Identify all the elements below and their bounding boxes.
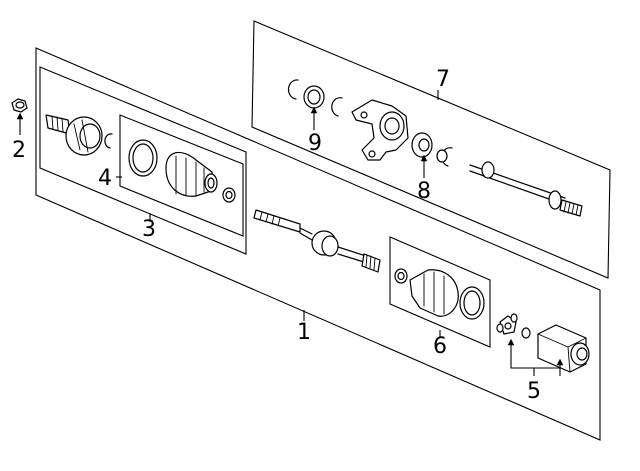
callout-5: 5 bbox=[527, 379, 541, 404]
lock-nut-part-2 bbox=[11, 98, 28, 113]
panel-axle-assembly bbox=[35, 47, 601, 441]
callout-labels: 1 2 3 4 5 6 7 8 9 bbox=[12, 67, 541, 404]
panel-intermediate-shaft bbox=[251, 20, 611, 279]
callout-1: 1 bbox=[297, 320, 311, 345]
outer-boot-part-4 bbox=[128, 139, 236, 203]
seal-part-9 bbox=[303, 85, 325, 109]
half-shaft bbox=[253, 209, 381, 273]
inner-joint-part-5 bbox=[496, 313, 590, 373]
snap-ring-inner bbox=[331, 97, 343, 117]
bearing-support-bracket bbox=[351, 99, 409, 161]
callout-9: 9 bbox=[308, 131, 322, 156]
callout-8: 8 bbox=[417, 179, 431, 204]
outer-cv-joint bbox=[45, 114, 113, 156]
inner-boot-part-6 bbox=[394, 268, 485, 320]
callout-2: 2 bbox=[12, 138, 26, 163]
intermediate-shaft bbox=[469, 161, 583, 217]
seal-ring-small bbox=[436, 149, 448, 163]
bearing-part-8 bbox=[411, 132, 433, 158]
callout-6: 6 bbox=[433, 334, 447, 359]
snap-ring-outer bbox=[287, 79, 299, 100]
callout-3: 3 bbox=[142, 217, 156, 242]
callout-4: 4 bbox=[98, 166, 112, 191]
leader-lines bbox=[16, 90, 564, 376]
callout-7: 7 bbox=[436, 67, 450, 92]
